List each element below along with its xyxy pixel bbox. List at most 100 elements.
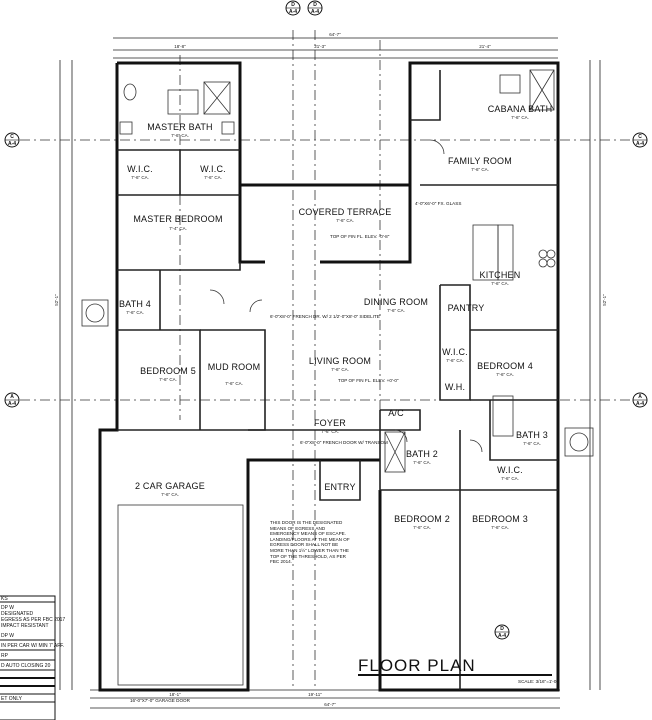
room-living-room: LIVING ROOM bbox=[309, 356, 371, 366]
svg-text:A: A bbox=[10, 394, 14, 400]
fixtures bbox=[81, 69, 594, 686]
terrace-slab-note: TOP OF FIN FL. ELEV. -0'-8" bbox=[330, 234, 390, 239]
room-master-bedroom: MASTER BEDROOM bbox=[133, 214, 222, 224]
room-bedroom-2: BEDROOM 2 bbox=[394, 514, 450, 524]
room-foyer: FOYER bbox=[314, 418, 346, 428]
room-bedroom-4: BEDROOM 4 bbox=[477, 361, 533, 371]
ceiling-label: 7'-6" CA. bbox=[171, 133, 189, 138]
cabana-shower bbox=[499, 74, 521, 94]
room-kitchen: KITCHEN bbox=[480, 270, 521, 280]
dim-right-total: 52'-1" bbox=[602, 294, 607, 306]
room-wic-4: W.I.C. bbox=[442, 347, 468, 357]
room-entry: ENTRY bbox=[324, 482, 355, 492]
drawing-scale: SCALE: 3/16"=1'-0" bbox=[518, 679, 558, 684]
shower-master bbox=[203, 81, 231, 115]
ceiling-label: 7'-6" CA. bbox=[331, 367, 349, 372]
french-door-note: 6'-0"X8'-0" FRENCH DR. W/ 2 1/2'-0"X8'-0… bbox=[270, 314, 380, 319]
note-line: DP W bbox=[1, 633, 14, 639]
section-markers: DA-4 DA-4 CA-4 AA-4 CA-4 AA-4 DA-4 bbox=[4, 0, 648, 640]
room-bath-2: BATH 2 bbox=[406, 449, 438, 459]
svg-text:D: D bbox=[500, 626, 504, 632]
room-family-room: FAMILY ROOM bbox=[448, 156, 512, 166]
egress-note: THIS DOOR IS THE DESIGNATED MEANS OF EGR… bbox=[270, 520, 350, 565]
bathtub-master bbox=[167, 89, 199, 115]
room-wic-1: W.I.C. bbox=[127, 164, 153, 174]
notes-heading: KS bbox=[1, 596, 8, 602]
drawing-title: FLOOR PLAN bbox=[358, 656, 476, 675]
note-line: RP bbox=[1, 653, 9, 659]
room-bath-4: BATH 4 bbox=[119, 299, 151, 309]
ceiling-label: 7'-6" CA. bbox=[471, 167, 489, 172]
ceiling-label: 7'-6" CA. bbox=[496, 372, 514, 377]
ceiling-label: 7'-6" CA. bbox=[336, 218, 354, 223]
ceiling-label: 7'-6" CA. bbox=[126, 310, 144, 315]
ceiling-label: 7'-4" CA. bbox=[169, 226, 187, 231]
note-line: ET ONLY bbox=[1, 696, 23, 702]
svg-text:A-4: A-4 bbox=[311, 9, 319, 15]
room-water-heater: W.H. bbox=[445, 382, 465, 392]
ceiling-label: 7'-6" CA. bbox=[413, 460, 431, 465]
room-ac: A/C bbox=[388, 408, 404, 418]
svg-text:A-4: A-4 bbox=[8, 401, 16, 407]
room-2-car-garage: 2 CAR GARAGE bbox=[135, 481, 205, 491]
dim-top-left: 18'-8" bbox=[174, 44, 186, 49]
ceiling-label: 7'-6" CA. bbox=[131, 175, 149, 180]
ceiling-label: 7'-6" CA. bbox=[413, 525, 431, 530]
garage-slab bbox=[117, 504, 244, 686]
room-cabana-bath: CABANA BATH bbox=[488, 104, 553, 114]
note-line: EGRESS AS PER FBC 2017 bbox=[1, 617, 65, 623]
section-marker-left-a: AA-4 bbox=[4, 392, 20, 408]
dim-top-mid: 21'-3" bbox=[314, 44, 326, 49]
section-marker-bottom: DA-4 bbox=[494, 624, 510, 640]
room-mud-room: MUD ROOM bbox=[208, 362, 261, 372]
ceiling-label: 7'-6" CA. bbox=[159, 377, 177, 382]
ac-unit-left bbox=[81, 299, 109, 327]
garage-door-note: 16'-0"X7'-0" GARAGE DOOR bbox=[130, 698, 191, 703]
section-marker-top-a: DA-4 bbox=[285, 0, 301, 16]
room-bedroom-3: BEDROOM 3 bbox=[472, 514, 528, 524]
dim-left-total: 52'-1" bbox=[54, 294, 59, 306]
dim-bottom-left: 18'-1" bbox=[169, 692, 181, 697]
section-marker-right-c: CA-4 bbox=[632, 132, 648, 148]
note-line: DESIGNATED bbox=[1, 611, 34, 617]
ceiling-label: 7'-6" CA. bbox=[491, 281, 509, 286]
svg-text:D: D bbox=[291, 2, 295, 8]
foyer-door-note: 6'-0"X8'-0" FRENCH DOOR W/ TRANSOM bbox=[300, 440, 388, 445]
svg-text:A: A bbox=[638, 394, 642, 400]
dim-bottom-mid: 19'-11" bbox=[308, 692, 322, 697]
ceiling-label: 7'-6" CA. bbox=[523, 441, 541, 446]
ceiling-label: 7'-6" CA. bbox=[204, 175, 222, 180]
ceiling-label: 7'-6" CA. bbox=[446, 358, 464, 363]
note-line: IMPACT RESISTANT bbox=[1, 623, 49, 629]
room-wic-3: W.I.C. bbox=[497, 465, 523, 475]
room-covered-terrace: COVERED TERRACE bbox=[299, 207, 392, 217]
ceiling-label: 7'-6" CA. bbox=[321, 429, 339, 434]
svg-text:A-4: A-4 bbox=[636, 401, 644, 407]
toilet-master bbox=[123, 83, 137, 101]
svg-text:A-4: A-4 bbox=[8, 141, 16, 147]
ceiling-label: 7'-6" CA. bbox=[225, 381, 243, 386]
room-bedroom-5: BEDROOM 5 bbox=[140, 366, 196, 376]
ceiling-label: 7'-6" CA. bbox=[511, 115, 529, 120]
section-marker-right-a: AA-4 bbox=[632, 392, 648, 408]
bath3-tub bbox=[492, 395, 514, 437]
svg-text:C: C bbox=[638, 134, 642, 140]
room-labels: MASTER BATH 7'-6" CA. W.I.C. 7'-6" CA. W… bbox=[119, 104, 552, 530]
ac-unit-right bbox=[564, 427, 594, 457]
dim-top-right: 21'-4" bbox=[479, 44, 491, 49]
ceiling-label: 7'-6" CA. bbox=[161, 492, 179, 497]
note-line: DP W bbox=[1, 605, 14, 611]
room-wic-2: W.I.C. bbox=[200, 164, 226, 174]
annotations: 4'-0"X6'-0" FX. GLASS 6'-0"X8'-0" FRENCH… bbox=[130, 201, 461, 703]
dim-top-total: 64'-7" bbox=[329, 32, 341, 37]
room-dining-room: DINING ROOM bbox=[364, 297, 428, 307]
section-marker-top-b: DA-4 bbox=[307, 0, 323, 16]
ceiling-label: 7'-6" CA. bbox=[387, 308, 405, 313]
dim-bottom-total: 64'-7" bbox=[324, 702, 336, 707]
interior-walls bbox=[117, 70, 558, 690]
living-slab-note: TOP OF FIN FL. ELEV. +0'-0" bbox=[338, 378, 399, 383]
svg-text:A-4: A-4 bbox=[289, 9, 297, 15]
window-note: 4'-0"X6'-0" FX. GLASS bbox=[415, 201, 461, 206]
room-pantry: PANTRY bbox=[448, 303, 485, 313]
